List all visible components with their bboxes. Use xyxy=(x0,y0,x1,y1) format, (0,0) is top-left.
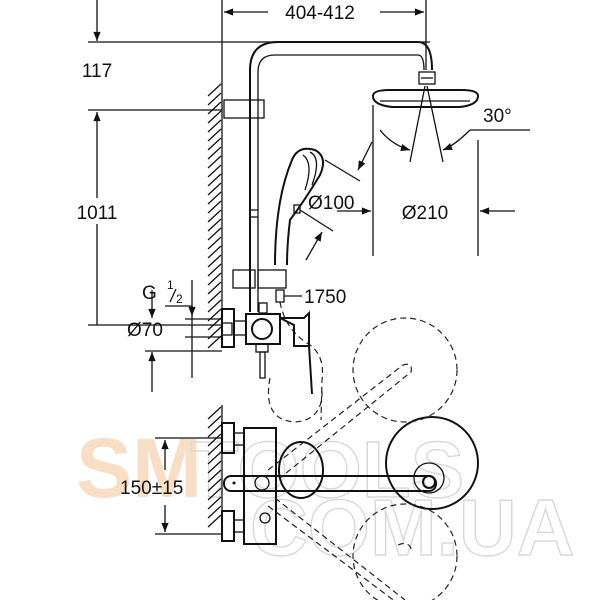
wall-hatch-line xyxy=(207,155,222,169)
wall-hatch-line xyxy=(207,200,222,214)
wall-hatch-line xyxy=(207,236,222,250)
dimension-head-diameter: Ø210 xyxy=(337,105,515,256)
top-offset-label: 117 xyxy=(82,61,112,82)
wall-hatch-line xyxy=(207,469,222,483)
wall-hatch-line xyxy=(207,460,222,474)
wall-hatch-line xyxy=(207,433,222,447)
wall-hatch-line xyxy=(207,272,222,286)
wall-hatch-line xyxy=(207,182,222,196)
wall-hatch-line xyxy=(207,299,222,313)
dimension-30-degree: 30° xyxy=(379,106,530,152)
mixer-side-view xyxy=(221,302,323,423)
wall-hatch-line xyxy=(207,164,222,178)
hand-shower-diameter-label: Ø100 xyxy=(308,193,354,214)
wall-hatch-line xyxy=(207,245,222,259)
wall-hatch-line xyxy=(207,254,222,268)
head-shower xyxy=(371,71,480,163)
wall-hatch-line xyxy=(207,406,222,420)
bar-height-label: 1011 xyxy=(77,203,118,224)
head-angle-label: 30° xyxy=(483,106,512,127)
thread-num: 1 xyxy=(167,278,174,292)
thread-den: 2 xyxy=(176,292,183,306)
inlet-spacing-label: 150±15 xyxy=(120,478,183,499)
dimension-inlet-thread: G 1 2 Ø70 xyxy=(127,278,222,392)
wall-hatch-line xyxy=(207,119,222,133)
escutcheon-diameter-label: Ø70 xyxy=(127,320,163,341)
wall-hatch-line xyxy=(207,514,222,528)
wall-hatch-line xyxy=(207,263,222,277)
wall-hatch-line xyxy=(207,505,222,519)
wall-hatch-line xyxy=(207,290,222,304)
wall-hatch-line xyxy=(207,281,222,295)
wall-hatch-line xyxy=(207,317,222,331)
wall-hatch-line xyxy=(207,335,222,349)
wall-hatch-line xyxy=(207,478,222,492)
wall-hatch-line xyxy=(207,496,222,510)
wall-hatch-line xyxy=(207,83,222,97)
wall-hatch-line xyxy=(207,218,222,232)
wall-hatch-line xyxy=(207,101,222,115)
wall-hatch-line xyxy=(207,451,222,465)
arm-reach-label: 404-412 xyxy=(285,3,355,24)
dimension-inlet-spacing: 150±15 xyxy=(120,437,222,535)
head-diameter-label: Ø210 xyxy=(402,203,448,224)
wall-hatch-line xyxy=(207,173,222,187)
wall-hatch-line xyxy=(207,137,222,151)
wall-hatch-line xyxy=(207,209,222,223)
wall-upper xyxy=(207,82,223,349)
wall-hatch-line xyxy=(207,415,222,429)
wall-hatch-line xyxy=(207,92,222,106)
dimension-arm-reach: 404-412 xyxy=(221,0,427,82)
wall-hatch-line xyxy=(207,146,222,160)
dimension-hand-shower-diameter: Ø100 xyxy=(299,141,373,261)
slide-holder: 1750 xyxy=(232,269,346,421)
wall-hatch-line xyxy=(207,110,222,124)
watermark-domain: COM.UA xyxy=(250,483,574,572)
mixer-top-view xyxy=(221,317,479,600)
wall-hatch-line xyxy=(207,442,222,456)
thread-label: G xyxy=(142,283,157,304)
hand-shower xyxy=(274,147,325,266)
wall-hatch-line xyxy=(207,487,222,501)
wall-hatch-line xyxy=(207,424,222,438)
shower-riser xyxy=(223,41,433,312)
wall-hatch-line xyxy=(207,227,222,241)
dimension-1011: 1011 xyxy=(70,112,222,326)
hose-length-label: 1750 xyxy=(304,287,346,308)
wall-hatch-line xyxy=(207,191,222,205)
wall-hatch-line xyxy=(207,128,222,142)
watermark-sm: SM xyxy=(76,421,202,515)
